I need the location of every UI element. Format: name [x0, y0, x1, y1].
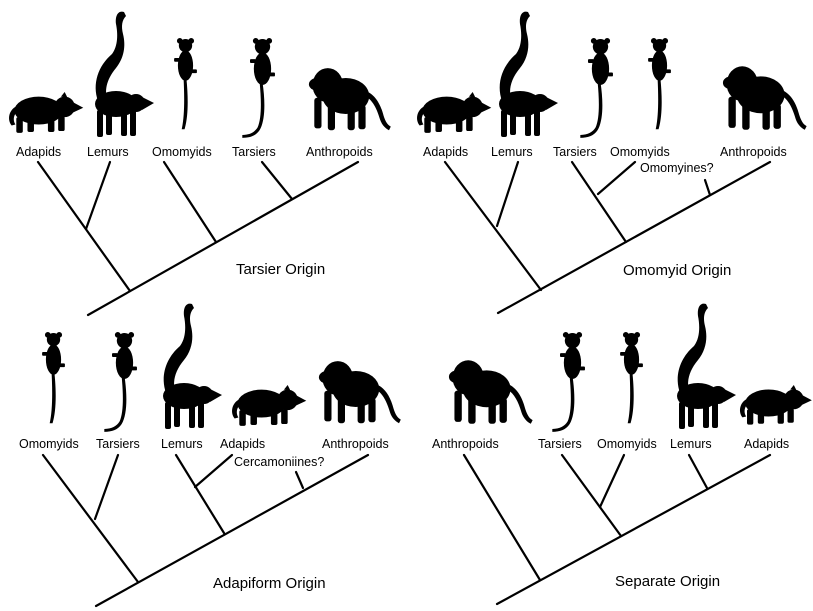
- panel-adapiform-origin: Omomyids Tarsiers Lemurs Adapids Anthrop…: [19, 303, 401, 608]
- tree-branch: [294, 470, 305, 490]
- taxon-label-tarsiers: Tarsiers: [538, 437, 582, 451]
- taxon-label-anthropoids: Anthropoids: [720, 145, 787, 159]
- taxon-label-adapids: Adapids: [16, 145, 61, 159]
- tree-branch: [687, 453, 709, 490]
- adapid-icon: [417, 92, 492, 133]
- adapid-icon: [9, 92, 84, 133]
- panel-omomyid-origin: Adapids Lemurs Tarsiers Omomyids Anthrop…: [417, 11, 807, 315]
- tree-branch: [596, 160, 637, 196]
- taxon-label-lemurs: Lemurs: [161, 437, 203, 451]
- taxon-label-adapids: Adapids: [423, 145, 468, 159]
- tree-branch: [36, 160, 132, 293]
- taxon-label-omomyids: Omomyids: [19, 437, 79, 451]
- taxon-label-omomyids: Omomyids: [597, 437, 657, 451]
- tree-branch: [495, 160, 520, 228]
- taxon-label-adapids: Adapids: [220, 437, 265, 451]
- taxon-label-tarsiers: Tarsiers: [96, 437, 140, 451]
- taxon-label-tarsiers: Tarsiers: [553, 145, 597, 159]
- tree-branch: [93, 453, 120, 521]
- tree-branch: [86, 160, 360, 317]
- tarsier-icon: [580, 38, 613, 138]
- tree-branch: [443, 160, 543, 292]
- tarsier-icon: [552, 332, 585, 432]
- omomyid-icon: [174, 38, 197, 130]
- annotation-label: Omomyines?: [640, 161, 714, 175]
- anthropoid-icon: [722, 66, 807, 130]
- tree-branch: [496, 160, 772, 315]
- omomyid-icon: [42, 332, 65, 424]
- tree-branch: [162, 160, 218, 244]
- taxon-label-omomyids: Omomyids: [152, 145, 212, 159]
- annotation-label: Cercamoniines?: [234, 455, 324, 469]
- taxon-label-anthropoids: Anthropoids: [306, 145, 373, 159]
- taxon-label-lemurs: Lemurs: [87, 145, 129, 159]
- tree-branch: [193, 453, 234, 489]
- adapid-icon: [740, 385, 812, 425]
- taxon-label-adapids: Adapids: [744, 437, 789, 451]
- tree-branch: [84, 160, 112, 231]
- cladogram-tree: [443, 160, 772, 315]
- tree-branch: [598, 453, 626, 509]
- anthropoid-icon: [308, 68, 391, 131]
- tree-branch: [260, 160, 294, 201]
- cladogram-tree: [36, 160, 360, 317]
- taxon-label-omomyids: Omomyids: [610, 145, 670, 159]
- tree-branch: [174, 453, 226, 535]
- lemur-icon: [163, 303, 222, 429]
- tree-branch: [703, 178, 712, 197]
- panel-title: Tarsier Origin: [236, 261, 325, 278]
- tree-branch: [570, 160, 628, 244]
- taxon-label-anthropoids: Anthropoids: [322, 437, 389, 451]
- panel-title: Separate Origin: [615, 573, 720, 590]
- taxon-label-tarsiers: Tarsiers: [232, 145, 276, 159]
- panel-title: Adapiform Origin: [213, 575, 326, 592]
- tarsier-icon: [242, 38, 275, 138]
- cladogram-tree: [41, 453, 370, 608]
- taxon-label-anthropoids: Anthropoids: [432, 437, 499, 451]
- tree-branch: [94, 453, 370, 608]
- panel-separate-origin: Anthropoids Tarsiers Omomyids Lemurs Ada…: [432, 303, 812, 606]
- adapid-icon: [232, 385, 307, 426]
- anthropoid-icon: [318, 361, 401, 424]
- lemur-icon: [95, 11, 154, 138]
- lemur-icon: [499, 11, 558, 138]
- panel-tarsier-origin: Adapids Lemurs Omomyids Tarsiers Anthrop…: [9, 11, 391, 317]
- tree-branch: [41, 453, 140, 584]
- taxon-label-lemurs: Lemurs: [670, 437, 712, 451]
- tree-branch: [560, 453, 623, 538]
- tarsier-icon: [104, 332, 137, 432]
- tree-branch: [495, 453, 772, 606]
- anthropoid-icon: [448, 360, 533, 424]
- omomyid-icon: [620, 332, 643, 424]
- taxon-label-lemurs: Lemurs: [491, 145, 533, 159]
- panel-title: Omomyid Origin: [623, 262, 731, 279]
- tree-branch: [462, 453, 542, 582]
- cladogram-tree: [462, 453, 772, 606]
- omomyid-icon: [648, 38, 671, 130]
- lemur-icon: [677, 303, 736, 429]
